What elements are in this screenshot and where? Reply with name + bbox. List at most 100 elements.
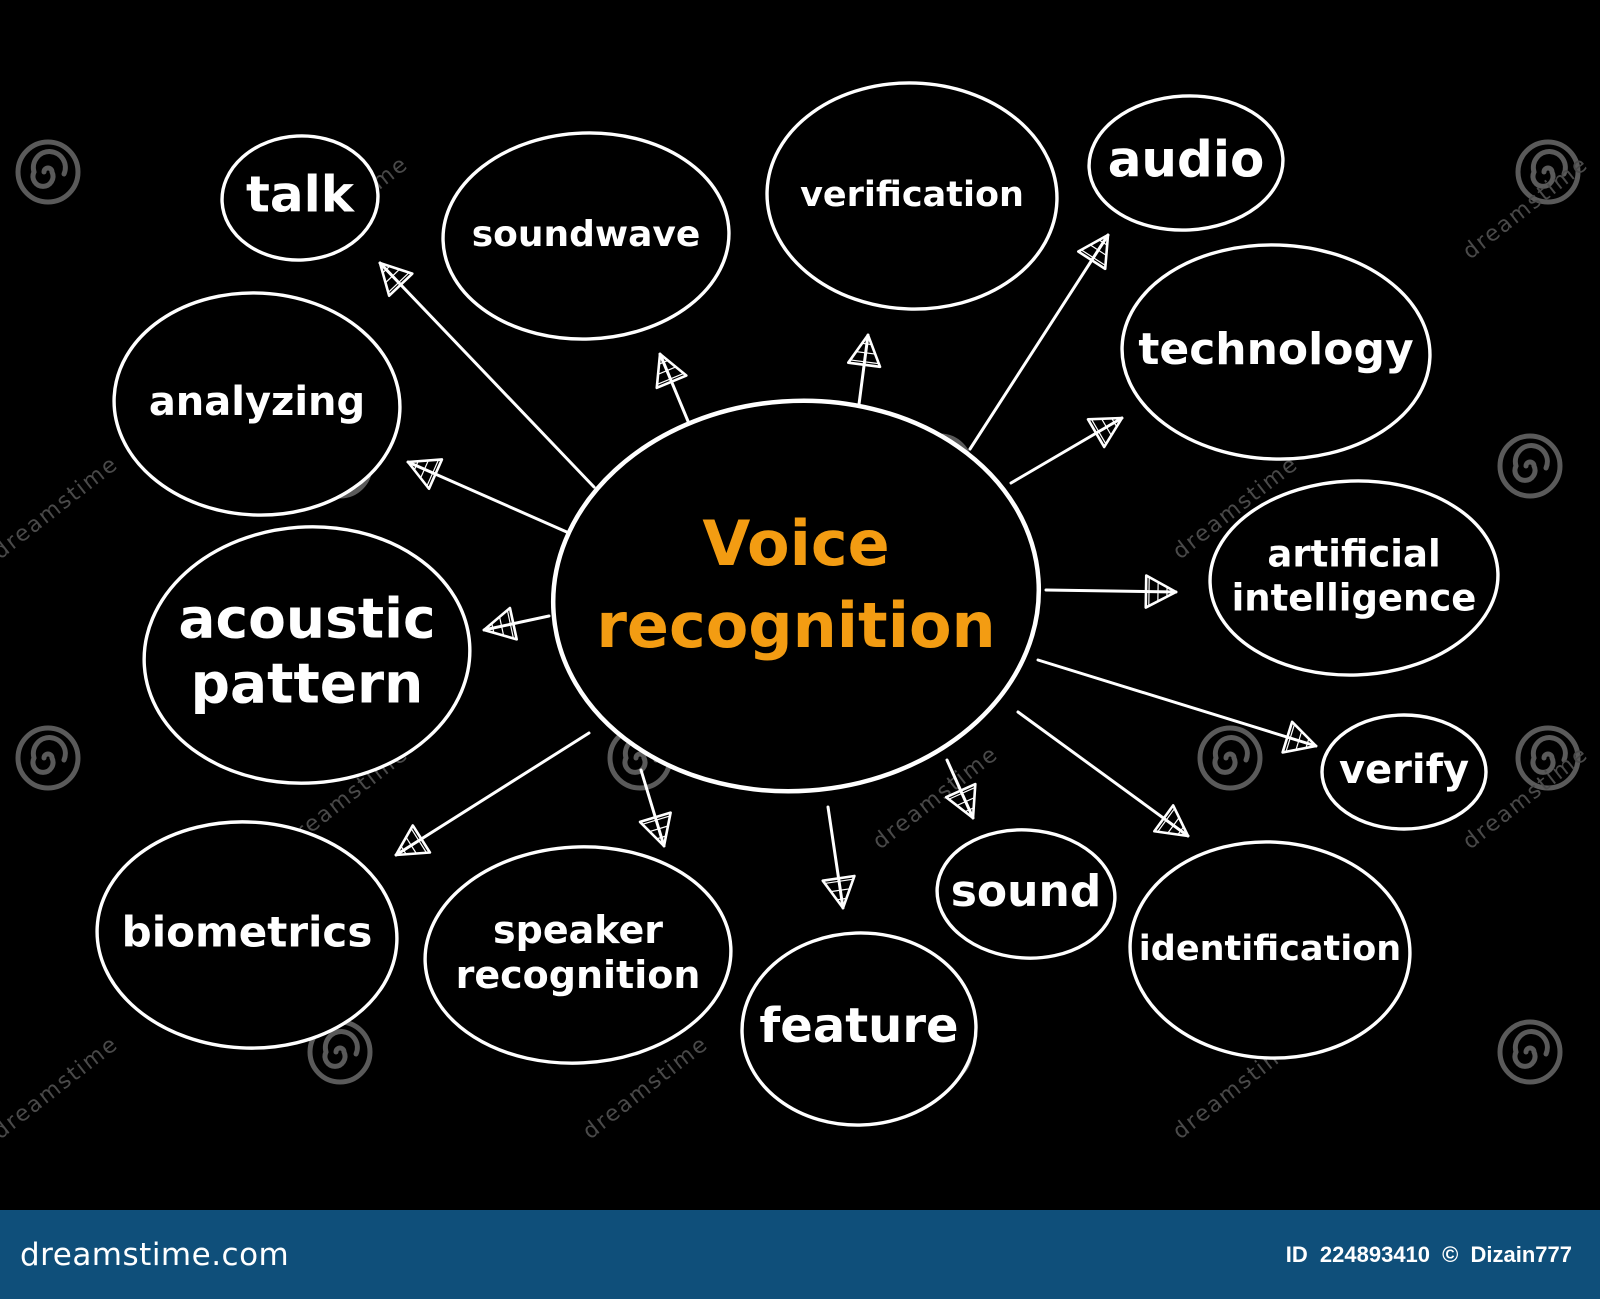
arrowhead-speaker-recognition [638,811,672,848]
node-label-acoustic-pattern-line1: acoustic [178,587,435,651]
connector-soundwave [658,352,692,428]
watermark-swirl-icon [1515,139,1581,205]
footer-site-logo[interactable]: dreamstime.com [20,1236,290,1273]
arrowhead-hatch [506,610,515,639]
arrowhead-hatch [410,828,428,854]
arrowhead-verify [1281,720,1318,754]
arrowhead-hatch [1305,738,1310,749]
watermark-swirl-icon [322,1029,360,1069]
node-verification: verification [765,81,1059,311]
arrowhead-hatch [656,835,667,840]
arrowhead-hatch [824,878,854,885]
connector-acoustic-pattern [482,614,551,632]
arrowhead-hatch [400,845,407,855]
watermark-swirl-icon [1497,1019,1563,1085]
arrowhead-hatch [1080,249,1106,266]
node-ring-soundwave [441,131,731,341]
arrowhead-sound [944,782,977,820]
node-label-soundwave: soundwave [472,214,701,255]
arrowhead-hatch [498,616,505,636]
arrowhead-hatch [658,359,669,365]
connector-verification [856,333,870,414]
node-label-acoustic-pattern-line2: pattern [191,652,424,716]
arrowhead-hatch [1111,418,1118,427]
node-ring-sound [935,828,1117,960]
watermark-swirl-icon [15,139,81,205]
connector-layer [378,233,1318,910]
connector-talk [378,261,596,489]
arrowhead-hatch [420,460,429,479]
arrowhead-verification [846,333,882,369]
node-label-speaker-recognition-line2: recognition [456,953,701,997]
arrowhead-artificial-intelligence [1144,574,1178,609]
watermark-swirl-icon [1512,443,1550,483]
node-biometrics: biometrics [95,820,399,1050]
arrowhead-biometrics [394,824,432,857]
node-ring-analyzing [112,291,402,517]
node-label-verification: verification [800,175,1024,215]
node-technology: technology [1120,243,1432,461]
node-label-identification: identification [1139,929,1401,969]
node-ring-verify [1320,713,1488,831]
node-feature: feature [740,931,978,1127]
arrowhead-hatch [836,897,847,901]
arrowhead-hatch [1295,731,1303,751]
footer-id-label: ID [1285,1241,1308,1267]
connector-feature [826,805,845,910]
arrowhead-hatch [1157,808,1176,833]
watermark-text: dreamstime [1458,151,1593,264]
arrowhead-hatch [850,359,879,365]
connector-biometrics [394,731,591,857]
node-label-audio: audio [1108,131,1265,189]
node-label-artificial-intelligence-line1: artificial [1267,533,1440,576]
node-label-feature: feature [759,998,958,1054]
node-ring-speaker-recognition [423,845,733,1065]
footer-image-meta: ID 224893410 © Dizain777 [1280,1242,1572,1268]
arrowhead-identification [1153,804,1190,838]
arrowhead-analyzing [406,458,444,491]
node-ring-feature [740,931,978,1127]
watermark-swirl-icon [1212,735,1250,775]
node-ring-artificial-intelligence [1208,479,1500,677]
node-label-technology: technology [1138,324,1413,375]
arrowhead-hatch [1089,244,1107,256]
footer-author[interactable]: Dizain777 [1470,1241,1573,1267]
arrowhead-hatch [382,265,391,274]
watermark-swirl-icon [15,725,81,791]
watermark-swirl-icon [1515,725,1581,791]
watermark-swirl-icon [1497,433,1563,499]
watermark-swirl-icon [1530,735,1568,775]
footer-copyright-symbol: © [1442,1241,1459,1267]
arrowhead-talk [378,261,414,298]
arrowhead-hatch [491,623,495,633]
node-label-speaker-recognition-line1: speaker [493,908,663,952]
watermark-swirl-icon [1197,725,1263,791]
arrowhead-hatch [385,268,400,284]
arrowhead-hatch [1167,817,1180,834]
arrowhead-hatch [405,836,417,854]
node-ring-acoustic-pattern [142,525,472,785]
connector-verify [1036,658,1318,748]
watermark-swirl-icon [1530,149,1568,189]
node-audio: audio [1087,94,1285,232]
arrowhead-hatch [1177,826,1185,835]
connector-technology [1009,416,1124,485]
node-ring-audio [1087,94,1285,232]
arrowhead-hatch [656,372,684,386]
node-analyzing: analyzing [112,291,402,517]
arrowhead-hatch [1098,239,1108,246]
arrowhead-hatch [642,815,671,825]
node-label-sound: sound [951,866,1102,917]
node-ring-technology [1120,243,1432,461]
arrowhead-technology [1086,416,1124,449]
watermark-swirl-icon [30,149,68,189]
node-ring-biometrics [95,820,399,1050]
arrowhead-hatch [1090,418,1107,445]
footer-id-value: 224893410 [1319,1241,1431,1267]
footer-bar: dreamstime.com ID 224893410 © Dizain777 [0,1210,1600,1299]
arrowhead-hatch [948,786,976,800]
